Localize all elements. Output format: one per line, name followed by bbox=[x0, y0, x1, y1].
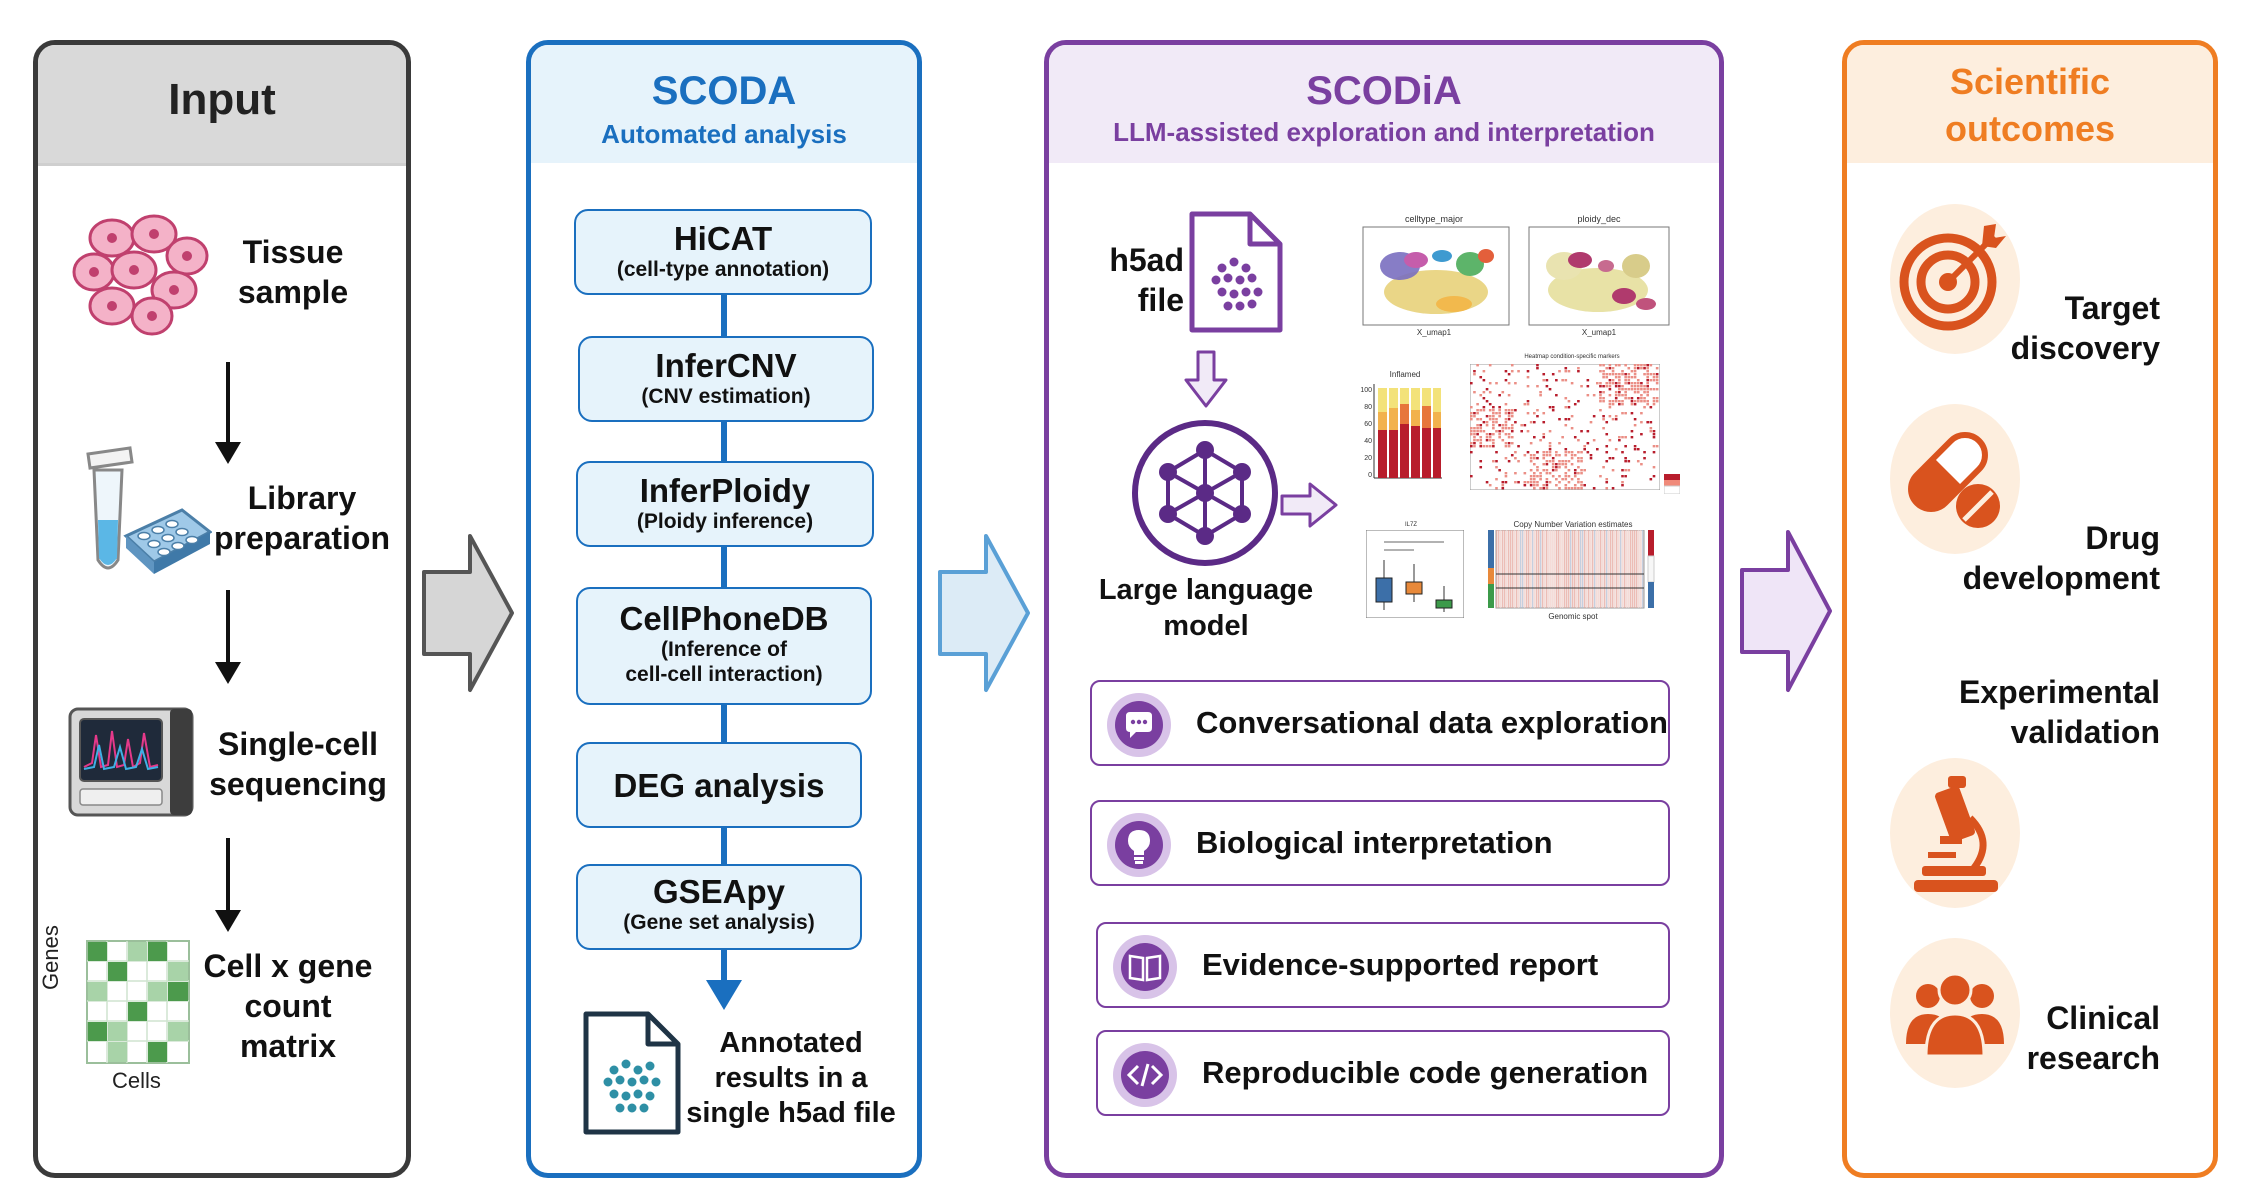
step-hicat: HiCAT(cell-type annotation) bbox=[574, 209, 872, 295]
feature-biological-interpretation: Biological interpretation bbox=[1090, 800, 1670, 886]
step-deg-analysis: DEG analysis bbox=[576, 742, 862, 828]
thumb-boxplot: IL7Z bbox=[1356, 522, 1466, 622]
scodia-title: SCODiA bbox=[1306, 69, 1462, 113]
scoda-title: SCODA bbox=[651, 69, 797, 113]
pill-icon bbox=[1908, 432, 2000, 528]
file-to-llm-arrow bbox=[1184, 350, 1228, 408]
feature-label: Biological interpretation bbox=[1196, 825, 1553, 860]
feature-conversational-exploration: Conversational data exploration bbox=[1090, 680, 1670, 766]
feature-reproducible-code: Reproducible code generation bbox=[1096, 1030, 1670, 1116]
heatmap-grid bbox=[1470, 364, 1660, 490]
llm-to-results-arrow bbox=[1280, 482, 1338, 528]
tissue-cells-icon bbox=[72, 214, 209, 336]
input-arrow-2 bbox=[215, 590, 241, 684]
thumb-marker-heatmap: Heatmap condition-specific markers bbox=[1462, 354, 1682, 504]
thumb-umap-celltype: celltype_major X_umap1 bbox=[1356, 214, 1512, 340]
input-arrow-1 bbox=[215, 362, 241, 464]
scoda-header bbox=[531, 45, 917, 163]
chat-bubble-icon bbox=[1107, 693, 1171, 757]
sequencer-icon bbox=[68, 707, 194, 817]
outcomes-header bbox=[1847, 45, 2213, 163]
thumb-cnv-heatmap: Copy Number Variation estimates Genomic … bbox=[1488, 520, 1658, 624]
input-title: Input bbox=[168, 75, 276, 124]
matrix-axis-genes: Genes bbox=[38, 925, 63, 990]
scodia-subtitle: LLM-assisted exploration and interpretat… bbox=[1113, 117, 1655, 147]
flow-arrow-scodia-to-outcomes bbox=[1740, 530, 1832, 692]
library-tube-plate-icon bbox=[86, 446, 212, 574]
feature-label: Evidence-supported report bbox=[1202, 947, 1599, 982]
thumb-umap-ploidy: ploidy_dec X_umap1 bbox=[1524, 214, 1674, 340]
scodia-header bbox=[1049, 45, 1719, 163]
scoda-pipeline-arrowhead bbox=[706, 980, 742, 1010]
step-inferploidy: InferPloidy(Ploidy inference) bbox=[576, 461, 874, 547]
scoda-subtitle: Automated analysis bbox=[601, 119, 847, 149]
h5ad-file-icon bbox=[583, 1011, 681, 1135]
feature-label: Conversational data exploration bbox=[1196, 705, 1668, 740]
step-infercnv: InferCNV(CNV estimation) bbox=[578, 336, 874, 422]
step-gseapy: GSEApy(Gene set analysis) bbox=[576, 864, 862, 950]
flow-arrow-scoda-to-scodia bbox=[938, 534, 1030, 692]
target-icon bbox=[1899, 224, 2006, 331]
feature-evidence-report: Evidence-supported report bbox=[1096, 922, 1670, 1008]
lightbulb-icon bbox=[1107, 813, 1171, 877]
flow-arrow-input-to-scoda bbox=[422, 534, 514, 692]
scodia-h5ad-file-icon bbox=[1189, 211, 1283, 333]
matrix-axis-cells: Cells bbox=[112, 1068, 161, 1093]
input-header bbox=[38, 45, 406, 166]
people-icon bbox=[1906, 972, 2004, 1058]
input-arrow-3 bbox=[215, 838, 241, 932]
llm-network-icon bbox=[1132, 420, 1278, 566]
matrix-grid-icon bbox=[86, 940, 190, 1064]
code-icon bbox=[1113, 1043, 1177, 1107]
open-book-icon bbox=[1113, 935, 1177, 999]
microscope-icon bbox=[1914, 776, 1998, 892]
feature-label: Reproducible code generation bbox=[1202, 1055, 1649, 1090]
